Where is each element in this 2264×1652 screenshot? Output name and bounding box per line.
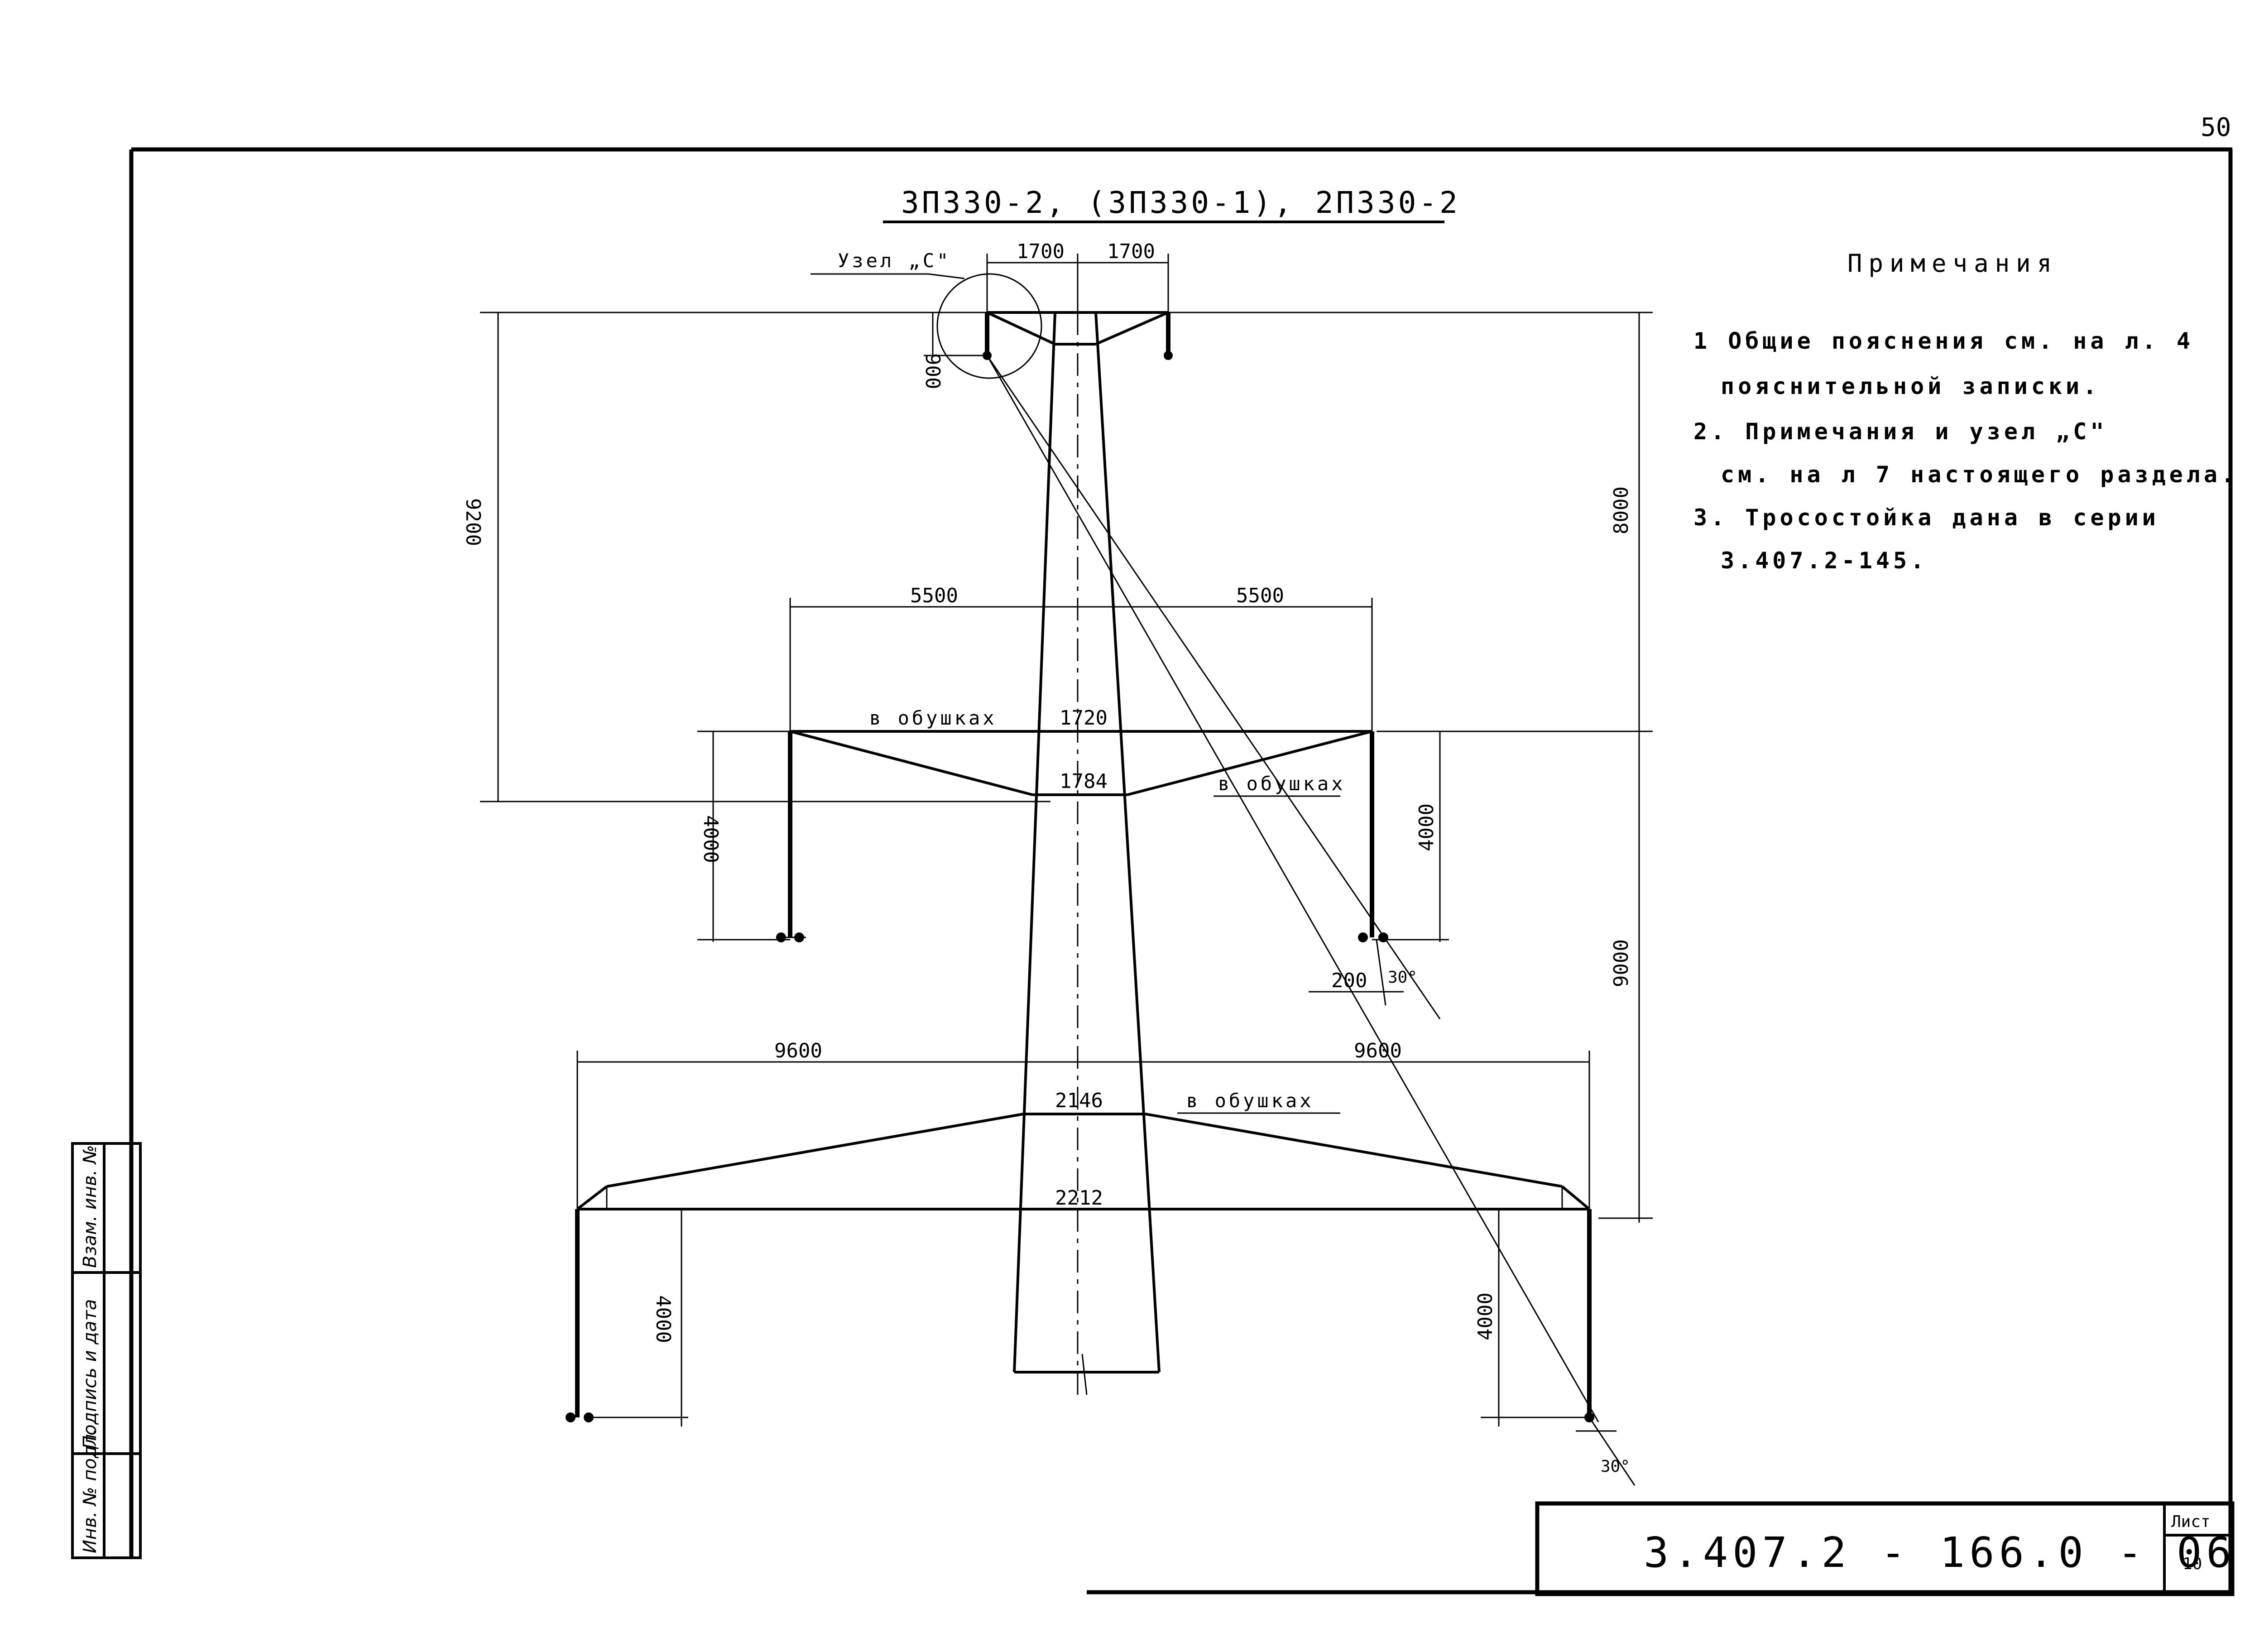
side-cell-inv: Инв. № подл. xyxy=(80,1428,101,1553)
stamp-code: 3.407.2 - 166.0 - 06 xyxy=(1644,1528,2236,1577)
side-strip: Инв. № подл. Подпись и дата Взам. инв. № xyxy=(71,1142,142,1559)
middle-dimensions: 5500 5500 4000 4000 200 30° xyxy=(697,584,1449,1006)
top-traverse xyxy=(936,273,1173,379)
dim-top-right-arm: 1700 xyxy=(1107,240,1155,263)
dim-middle-offset: 200 xyxy=(1331,969,1367,992)
mid-top-width: 1720 xyxy=(1060,706,1108,730)
lower-dimensions: 9600 9600 4000 4000 30° xyxy=(576,1039,1636,1486)
tower-body xyxy=(1013,312,1161,1395)
stamp-sheet-number: 10 xyxy=(2182,1555,2202,1573)
note-line-1: 1 Общие пояснения см. на л. 4 xyxy=(1693,328,2194,354)
dim-middle-left-arm: 5500 xyxy=(910,584,958,607)
mid-bottom-note: в обушках xyxy=(1218,773,1346,795)
dim-node-height: 900 xyxy=(921,353,944,389)
dim-top-left-arm: 1700 xyxy=(1017,240,1065,263)
note-line-5: 3. Тросостойка дана в серии xyxy=(1693,504,2159,531)
note-line-4: см. на л 7 настоящего раздела. xyxy=(1721,461,2238,488)
note-line-3: 2. Примечания и узел „С" xyxy=(1693,418,2107,445)
side-cell-replacement: Взам. инв. № xyxy=(80,1145,101,1268)
construction-lines xyxy=(986,355,1599,1422)
side-cell-signature: Подпись и дата xyxy=(80,1299,101,1449)
note-line-6: 3.407.2-145. xyxy=(1721,547,1928,574)
low-top-width: 2146 xyxy=(1055,1089,1103,1112)
mid-top-note: в обушках xyxy=(869,707,997,729)
dim-middle-right-arm: 5500 xyxy=(1236,584,1284,607)
notes-heading: Примечания xyxy=(1847,249,2058,278)
dim-right-lower-height: 9000 xyxy=(1610,939,1633,987)
dim-angle-middle: 30° xyxy=(1388,968,1417,987)
left-height-dimension: 9200 xyxy=(461,312,1050,802)
lower-traverse: 2146 в обушках 2212 xyxy=(566,1089,1594,1422)
dim-middle-left-drop: 4000 xyxy=(699,815,722,863)
dim-lower-left-arm: 9600 xyxy=(774,1039,822,1062)
dim-lower-right-drop: 4000 xyxy=(1474,1292,1497,1340)
right-height-dimensions: 8000 9000 xyxy=(1168,312,1653,1223)
top-dimensions: 1700 1700 900 xyxy=(921,240,1169,389)
title-block: 3.407.2 - 166.0 - 06 Лист 10 xyxy=(1535,1501,2236,1596)
dim-lower-left-drop: 4000 xyxy=(652,1295,675,1343)
drawing-title: 3П330-2, (3П330-1), 2П330-2 xyxy=(901,185,1460,220)
node-c-label: Узел „С" xyxy=(811,250,965,279)
dim-middle-right-drop: 4000 xyxy=(1415,803,1438,851)
dim-angle-lower: 30° xyxy=(1601,1457,1630,1476)
stamp-sheet-label: Лист xyxy=(2171,1513,2211,1531)
page-number: 50 xyxy=(2201,113,2231,142)
mid-bottom-width: 1784 xyxy=(1060,770,1108,793)
dim-lower-right-arm: 9600 xyxy=(1354,1039,1402,1062)
notes-block: Примечания 1 Общие пояснения см. на л. 4… xyxy=(1693,249,2238,574)
middle-traverse: в обушках 1720 1784 в обушках xyxy=(776,706,1388,942)
dim-right-upper-height: 8000 xyxy=(1610,486,1633,534)
dim-left-total-height: 9200 xyxy=(461,498,484,546)
note-line-2: пояснительной записки. xyxy=(1721,373,2100,399)
svg-text:Узел „С": Узел „С" xyxy=(838,250,951,272)
low-bottom-width: 2212 xyxy=(1055,1186,1103,1210)
drawing-frame xyxy=(129,147,2233,1594)
low-top-note: в обушках xyxy=(1186,1090,1314,1112)
